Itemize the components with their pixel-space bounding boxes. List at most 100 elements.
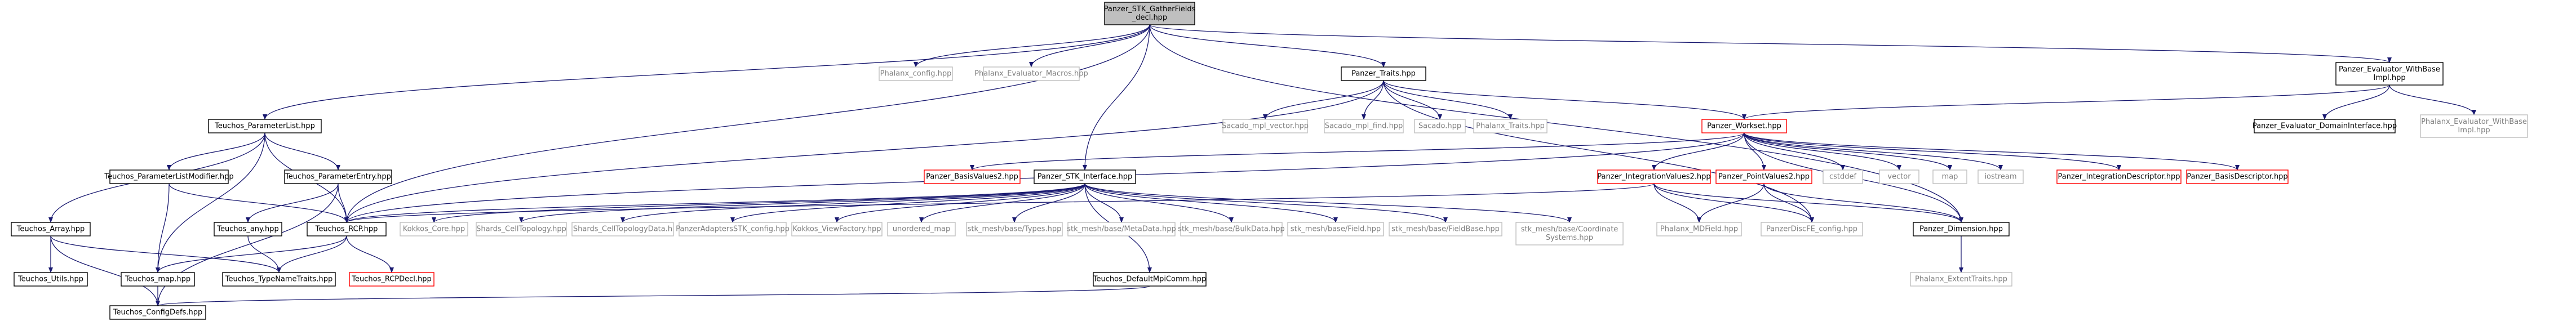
node-unordered-map[interactable]: unordered_map [887, 222, 956, 236]
edge-traits-to-workset [1383, 80, 1746, 120]
node-workset[interactable]: Panzer_Workset.hpp [1701, 119, 1787, 133]
node-sacado-mpt-find[interactable]: Sacado_mpl_find.hpp [1324, 119, 1404, 133]
node-label: Teuchos_Array.hpp [16, 225, 85, 234]
node-box [1034, 169, 1136, 184]
node-box [2420, 114, 2528, 138]
node-panzer-dimension[interactable]: Panzer_Dimension.hpp [1913, 222, 2010, 236]
node-gather[interactable]: Panzer_STK_GatherFields_decl.hpp [1104, 2, 1196, 25]
node-box [307, 222, 387, 236]
node-int-values2[interactable]: Panzer_IntegrationValues2.hpp [1597, 169, 1711, 184]
node-phx-mdfield[interactable]: Phalanx_MDField.hpp [1656, 222, 1742, 236]
edge-stk-interface-to-panzer-adapters-cfg [730, 183, 1085, 223]
node-label: Teuchos_ConfigDefs.hpp [113, 309, 203, 317]
node-basis-values2[interactable]: Panzer_BasisValues2.hpp [924, 169, 1021, 184]
node-label: vector [1887, 173, 1911, 181]
node-teuchos-utils[interactable]: Teuchos_Utils.hpp [14, 272, 88, 287]
node-label: unordered_map [893, 225, 951, 234]
node-teuchos-configdefs[interactable]: Teuchos_ConfigDefs.hpp [109, 305, 206, 320]
node-box [214, 222, 282, 236]
node-sacado-mpt-vector[interactable]: Sacado_mpl_vector.hpp [1222, 119, 1309, 133]
node-int-descriptor[interactable]: Panzer_IntegrationDescriptor.hpp [2056, 169, 2182, 184]
node-map[interactable]: map [1932, 169, 1967, 184]
node-teuchos-typenametraits[interactable]: Teuchos_TypeNameTraits.hpp [222, 272, 336, 287]
node-stk-types[interactable]: stk_mesh/base/Types.hpp [966, 222, 1063, 236]
node-shards-celltopologydata[interactable]: Shards_CellTopologyData.h [571, 222, 674, 236]
node-box [1701, 119, 1787, 133]
node-box [109, 305, 206, 320]
node-label: Teuchos_map.hpp [125, 275, 190, 284]
node-label: Teuchos_TypeNameTraits.hpp [225, 275, 333, 284]
node-label: Panzer_STK_GatherFields [1104, 5, 1196, 14]
node-point-values2[interactable]: Panzer_PointValues2.hpp [1715, 169, 1812, 184]
node-param-entry[interactable]: Teuchos_ParameterEntry.hpp [284, 169, 392, 184]
edge-paramlist-to-teuchos-map [156, 132, 265, 273]
node-box [222, 272, 336, 287]
edge-workset-to-point-values2 [1744, 132, 1766, 171]
node-phx-traits[interactable]: Phalanx_Traits.hpp [1473, 119, 1548, 133]
node-cstddef[interactable]: cstddef [1823, 169, 1863, 184]
node-teuchos-rcp[interactable]: Teuchos_RCP.hpp [307, 222, 387, 236]
node-stk-field[interactable]: stk_mesh/base/Field.hpp [1287, 222, 1384, 236]
node-phx-config[interactable]: Phalanx_config.hpp [879, 66, 953, 81]
edge-workset-to-int-values2 [1652, 132, 1745, 171]
edge-int-values2-to-phx-mdfield [1653, 183, 1701, 223]
node-box [208, 119, 322, 133]
node-panzer-discfe-cfg[interactable]: PanzerDiscFE_config.hpp [1761, 222, 1863, 236]
node-box [1910, 272, 2012, 287]
edge-workset-to-cstddef [1744, 132, 1845, 171]
node-teuchos-array[interactable]: Teuchos_Array.hpp [11, 222, 91, 236]
node-basis-descriptor[interactable]: Panzer_BasisDescriptor.hpp [2186, 169, 2289, 184]
node-label: Sacado_mpl_vector.hpp [1222, 122, 1309, 131]
node-iostream[interactable]: iostream [1978, 169, 2024, 184]
node-phx-extenttraits[interactable]: Phalanx_ExtentTraits.hpp [1910, 272, 2012, 287]
node-box [1978, 169, 2024, 184]
edge-stk-interface-to-stk-bulkdata [1084, 183, 1234, 223]
node-panzer-adapters-cfg[interactable]: PanzerAdaptersSTK_config.hpp [676, 222, 790, 236]
node-paramlist[interactable]: Teuchos_ParameterList.hpp [208, 119, 322, 133]
node-stk-interface[interactable]: Panzer_STK_Interface.hpp [1034, 169, 1136, 184]
node-box [476, 222, 567, 236]
node-stk-bulkdata[interactable]: stk_mesh/base/BulkData.hpp [1178, 222, 1285, 236]
node-shards-celltopology[interactable]: Shards_CellTopology.hpp [476, 222, 567, 236]
node-sacado[interactable]: Sacado.hpp [1414, 119, 1466, 133]
node-box [1473, 119, 1548, 133]
node-box [2186, 169, 2289, 184]
node-label: Panzer_PointValues2.hpp [1718, 173, 1810, 181]
edge-gather-to-stk-interface [1083, 24, 1150, 171]
node-label: _decl.hpp [1132, 14, 1167, 22]
node-label: Panzer_Workset.hpp [1707, 122, 1781, 131]
edge-traits-to-sacado [1383, 80, 1442, 120]
node-teuchos-defaultmpicomm[interactable]: Teuchos_DefaultMpiComm.hpp [1093, 272, 1207, 287]
node-box [1932, 169, 1967, 184]
node-label: Kokkos_ViewFactory.hpp [792, 225, 881, 234]
node-traits[interactable]: Panzer_Traits.hpp [1341, 66, 1426, 81]
node-box [966, 222, 1063, 236]
node-phx-eval-macros[interactable]: Phalanx_Evaluator_Macros.hpp [974, 66, 1088, 81]
edge-eval-wb-to-phx-eval-wb [2389, 84, 2476, 115]
node-box [1222, 119, 1308, 133]
node-stk-fieldbase[interactable]: stk_mesh/base/FieldBase.hpp [1389, 222, 1502, 236]
edge-stk-interface-to-stk-types [1012, 183, 1085, 223]
node-kokkos-core[interactable]: Kokkos_Core.hpp [400, 222, 468, 236]
node-box [791, 222, 883, 236]
node-eval-domain[interactable]: Panzer_Evaluator_DomainInterface.hpp [2253, 119, 2397, 133]
node-box [11, 222, 91, 236]
node-teuchos-any[interactable]: Teuchos_any.hpp [214, 222, 282, 236]
node-vector[interactable]: vector [1879, 169, 1919, 184]
edge-workset-to-map [1744, 132, 1952, 171]
node-stk-metadata[interactable]: stk_mesh/base/MetaData.hpp [1067, 222, 1176, 236]
node-box [2254, 119, 2396, 133]
node-teuchos-rcpdecl[interactable]: Teuchos_RCPDecl.hpp [349, 272, 434, 287]
node-plist-modifier[interactable]: Teuchos_ParameterListModifier.hpp [104, 169, 234, 184]
edge-eval-wb-to-workset [1742, 84, 2390, 120]
node-kokkos-viewfactory[interactable]: Kokkos_ViewFactory.hpp [791, 222, 883, 236]
edge-gather-to-phx-eval-macros [1029, 24, 1150, 68]
node-label: Phalanx_ExtentTraits.hpp [1915, 275, 2007, 284]
edge-workset-to-vector [1744, 132, 1901, 171]
node-teuchos-map[interactable]: Teuchos_map.hpp [121, 272, 195, 287]
node-label: Teuchos_ParameterEntry.hpp [285, 173, 391, 181]
